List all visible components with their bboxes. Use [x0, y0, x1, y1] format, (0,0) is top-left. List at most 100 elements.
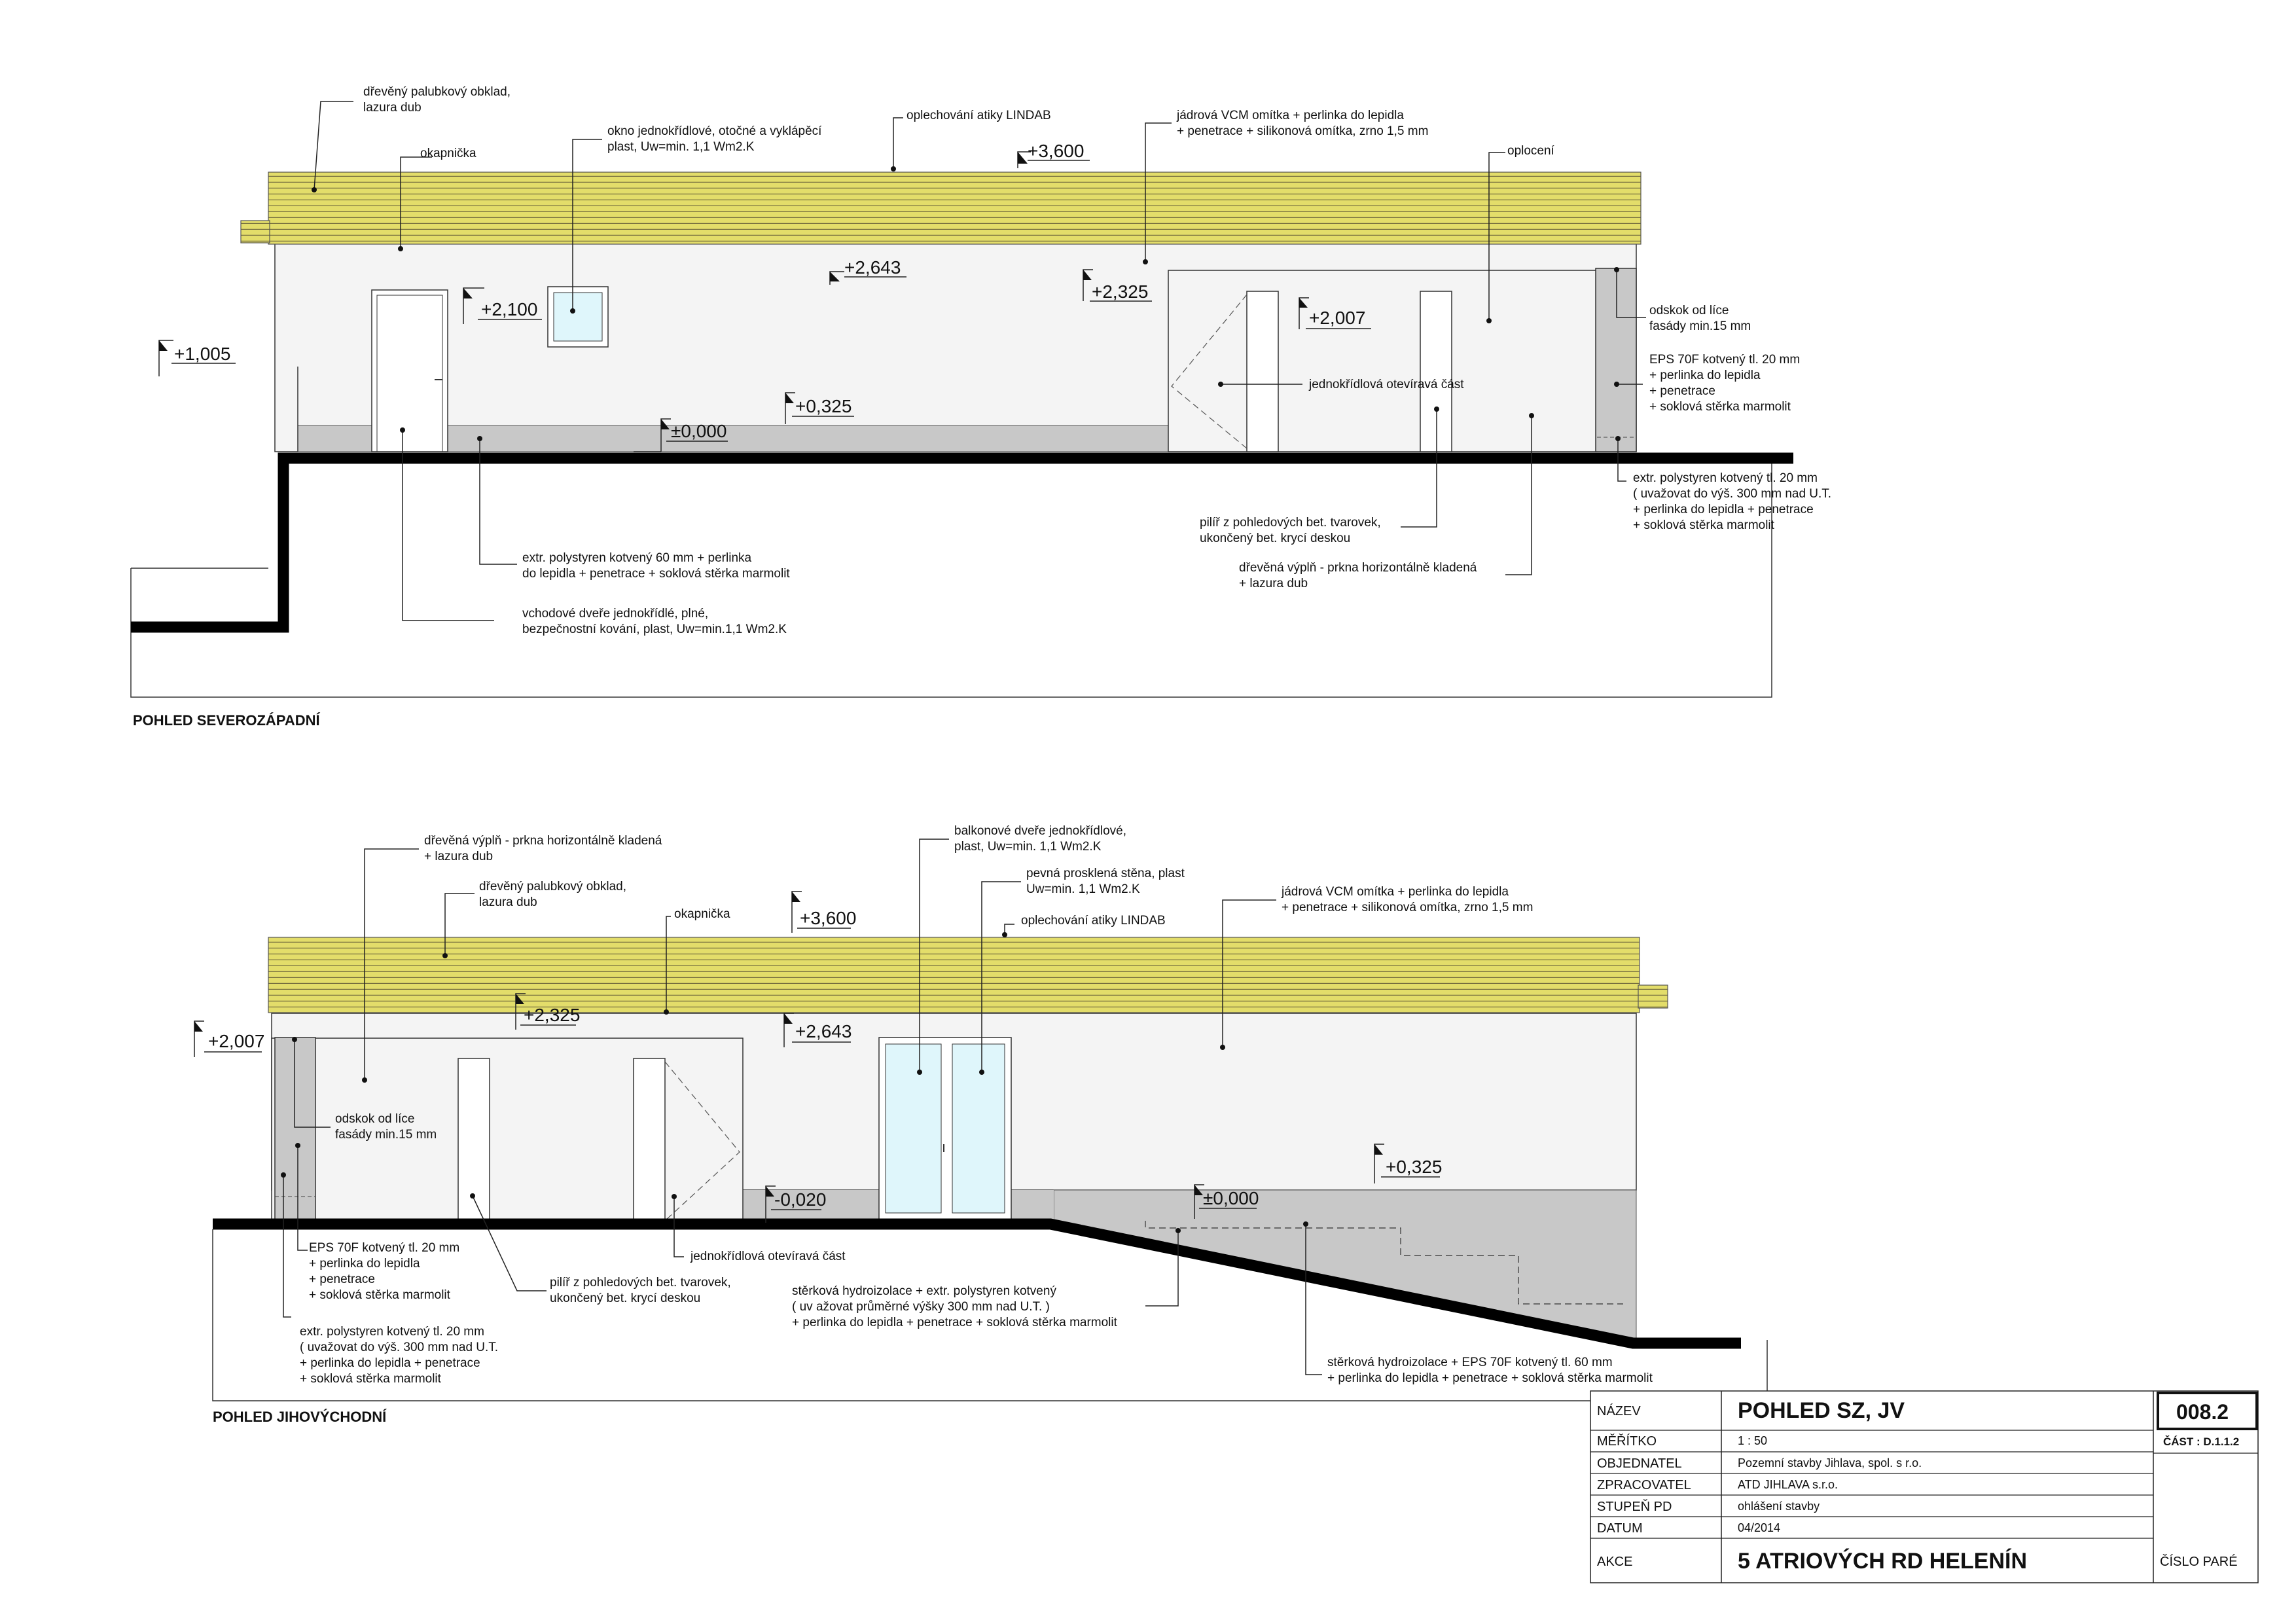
view-southeast: [212, 937, 1768, 1401]
svg-text:extr. polystyren kotvený tl. 2: extr. polystyren kotvený tl. 20 mm( uvaž…: [1633, 471, 1831, 532]
level-text: +2,643: [844, 257, 901, 278]
level-text: +2,007: [1309, 308, 1365, 328]
level-marker: -0,020: [765, 1185, 826, 1223]
tb-label-scale: MĚŘÍTKO: [1597, 1434, 1657, 1449]
svg-text:okapnička: okapnička: [674, 907, 730, 921]
view-northwest: [130, 171, 1793, 698]
tb-label-date: DATUM: [1597, 1521, 1643, 1536]
level-marker: +2,643: [783, 1013, 852, 1047]
level-marker: +0,325: [1374, 1144, 1442, 1183]
level-marker: +1,005: [158, 340, 236, 376]
svg-text:oplechování atiky LINDAB: oplechování atiky LINDAB: [906, 109, 1051, 122]
svg-text:okno jednokřídlové, otočné a v: okno jednokřídlové, otočné a vyklápěcípl…: [607, 124, 822, 154]
note-wood-cladding-nw: dřevěný palubkový obklad,lazura dub: [312, 85, 511, 192]
svg-text:okapnička: okapnička: [420, 147, 476, 160]
tb-stage-value: ohlášení stavby: [1738, 1500, 1820, 1513]
note-hydro-xps-se: stěrková hydroizolace + extr. polystyren…: [792, 1228, 1181, 1329]
tb-copy-label: ČÍSLO PARÉ: [2160, 1554, 2238, 1569]
fence-eps-nw: [1595, 268, 1637, 452]
sheet-number-box: [2157, 1392, 2258, 1430]
fence-pillar-se-2: [633, 1058, 666, 1225]
ground-frame-nw: [130, 458, 1772, 698]
level-marker: ±0,000: [1194, 1184, 1259, 1219]
level-text: +2,325: [1092, 281, 1148, 302]
note-render-se: jádrová VCM omítka + perlinka do lepidla…: [1220, 885, 1533, 1050]
svg-text:pilíř z pohledových bet. tvaro: pilíř z pohledových bet. tvarovek,ukonče…: [550, 1276, 731, 1305]
tb-scale-value: 1 : 50: [1738, 1434, 1767, 1447]
svg-text:dřevěný palubkový obklad,lazur: dřevěný palubkový obklad,lazura dub: [363, 85, 511, 115]
svg-text:dřevěný palubkový obklad,lazur: dřevěný palubkový obklad,lazura dub: [479, 880, 626, 909]
title-block: NÁZEV MĚŘÍTKO OBJEDNATEL ZPRACOVATEL STU…: [1590, 1390, 2259, 1583]
svg-text:pilíř z pohledových bet. tvaro: pilíř z pohledových bet. tvarovek,ukonče…: [1200, 516, 1381, 545]
fence-pillar-nw-1: [1246, 291, 1279, 452]
note-xps-se: extr. polystyren kotvený tl. 20 mm( uvaž…: [281, 1172, 498, 1386]
gutter-drip-se: [1638, 984, 1668, 1009]
tb-label-name: NÁZEV: [1597, 1403, 1641, 1418]
tb-label-stage: STUPEŇ PD: [1597, 1499, 1672, 1514]
svg-text:oplocení: oplocení: [1507, 144, 1555, 158]
window-glass-nw: [553, 292, 603, 342]
level-text: +1,005: [174, 344, 230, 364]
fence-pillar-nw-2: [1420, 291, 1452, 452]
roof-cladding-nw: [268, 171, 1641, 245]
tb-date-value: 04/2014: [1738, 1521, 1780, 1534]
note-eps-nw: EPS 70F kotvený tl. 20 mm+ perlinka do l…: [1614, 353, 1800, 414]
svg-text:jednokřídlová otevíravá část: jednokřídlová otevíravá část: [1308, 378, 1464, 391]
levels-nw: +3,600 +2,643 +2,325 +2,100 +2,007 +1,00…: [158, 141, 1371, 452]
svg-text:oplechování atiky LINDAB: oplechování atiky LINDAB: [1021, 914, 1166, 928]
level-marker: +2,325: [515, 993, 580, 1030]
svg-text:vchodové dveře jednokřídlé, pl: vchodové dveře jednokřídlé, plné,bezpečn…: [522, 607, 787, 636]
view-title-se: POHLED JIHOVÝCHODNÍ: [213, 1409, 387, 1425]
ground-line-nw: [131, 452, 1793, 633]
fence-eps-se: [274, 1037, 316, 1225]
level-marker: +2,325: [1083, 269, 1152, 302]
level-text: +2,100: [481, 299, 537, 319]
svg-text:balkonové dveře jednokřídlové,: balkonové dveře jednokřídlové,plast, Uw=…: [954, 824, 1126, 854]
level-marker: ±0,000: [634, 418, 728, 452]
level-marker: +2,007: [1299, 297, 1371, 329]
note-xps60-nw: extr. polystyren kotvený 60 mm + perlink…: [477, 436, 790, 581]
note-render-nw: jádrová VCM omítka + perlinka do lepidla…: [1143, 109, 1428, 264]
level-text: -0,020: [774, 1189, 826, 1210]
note-parapet-nw: oplechování atiky LINDAB: [891, 109, 1051, 171]
level-text: +3,600: [1028, 141, 1084, 161]
svg-text:jednokřídlová otevíravá část: jednokřídlová otevíravá část: [690, 1250, 846, 1263]
note-drip-nw: okapnička: [398, 147, 476, 251]
annotations-nw: dřevěný palubkový obklad,lazura dub okap…: [312, 85, 1831, 636]
tb-client-value: Pozemní stavby Jihlava, spol. s r.o.: [1738, 1456, 1922, 1470]
stair-dash-se: [1145, 1221, 1623, 1305]
note-hydro-eps-se: stěrková hydroizolace + EPS 70F kotvený …: [1303, 1221, 1653, 1385]
balcony-door-glass-se: [885, 1043, 942, 1214]
svg-text:extr. polystyren kotvený tl. 2: extr. polystyren kotvený tl. 20 mm( uvaž…: [300, 1325, 498, 1386]
level-text: +3,600: [800, 908, 856, 928]
level-text: +0,325: [795, 396, 852, 416]
note-eps-se: EPS 70F kotvený tl. 20 mm+ perlinka do l…: [295, 1143, 459, 1302]
levels-se: +3,600 +2,643 +2,325 +2,007 +0,325 ±0,00…: [194, 891, 1442, 1223]
level-text: +2,325: [524, 1005, 580, 1025]
svg-text:EPS 70F kotvený tl. 20 mm+ per: EPS 70F kotvený tl. 20 mm+ perlinka do l…: [309, 1241, 459, 1302]
tb-sheet-number: 008.2: [2176, 1400, 2229, 1424]
note-wood-infill-se: dřevěná výplň - prkna horizontálně klade…: [362, 834, 662, 1083]
view-title-nw: POHLED SEVEROZÁPADNÍ: [133, 712, 321, 729]
level-text: +0,325: [1386, 1157, 1442, 1177]
svg-text:dřevěná výplň - prkna horizont: dřevěná výplň - prkna horizontálně klade…: [424, 834, 662, 863]
note-gate-nw: jednokřídlová otevíravá část: [1218, 378, 1464, 391]
level-marker: +2,100: [463, 287, 542, 324]
note-drip-se: okapnička: [664, 907, 730, 1015]
note-pillar-se: pilíř z pohledových bet. tvarovek,ukonče…: [470, 1193, 731, 1305]
gate-swing-nw: [1171, 294, 1247, 449]
roof-cladding-se: [268, 937, 1640, 1013]
svg-text:extr. polystyren kotvený 60 mm: extr. polystyren kotvený 60 mm + perlink…: [522, 551, 790, 581]
level-text: ±0,000: [671, 421, 726, 441]
level-marker: +3,600: [1017, 141, 1090, 168]
svg-text:stěrková hydroizolace + extr.: stěrková hydroizolace + extr. polystyren…: [792, 1284, 1118, 1329]
svg-text:stěrková hydroizolace + EPS 70: stěrková hydroizolace + EPS 70F kotvený …: [1327, 1356, 1653, 1385]
tb-label-project: AKCE: [1597, 1555, 1632, 1569]
